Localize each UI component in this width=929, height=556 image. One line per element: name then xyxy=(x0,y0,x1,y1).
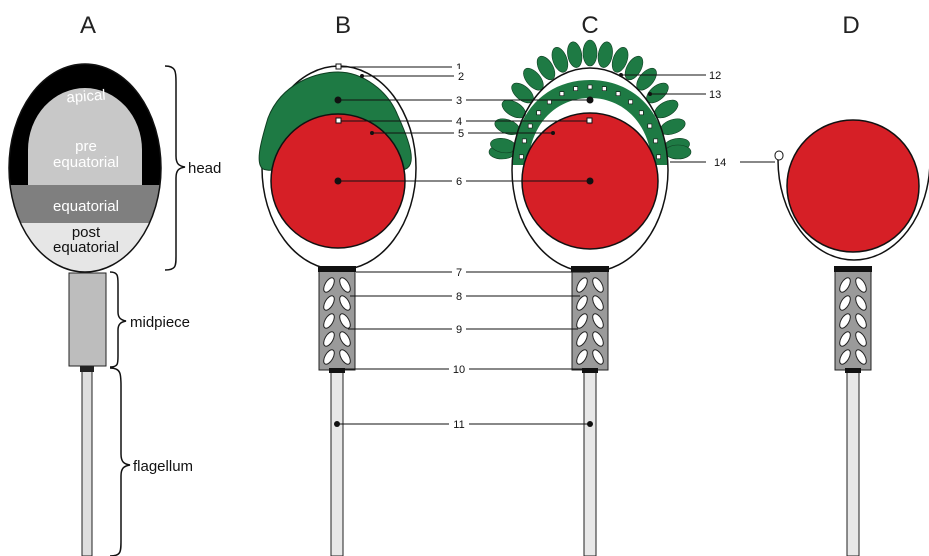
vesicle-pore xyxy=(560,92,564,96)
midpiece-label: midpiece xyxy=(130,314,190,331)
callout-3: 3 xyxy=(456,95,462,107)
callout-12: 12 xyxy=(709,70,721,82)
callout-11: 11 xyxy=(453,419,464,431)
vesicle-pore xyxy=(537,111,541,115)
vesicle-pore xyxy=(629,100,633,104)
flagellum-brace xyxy=(110,368,130,556)
panel-a-sperm: apical pre equatorial equatorial post eq… xyxy=(0,60,170,556)
annulus xyxy=(80,366,94,372)
vesicle-pore xyxy=(528,124,532,128)
callout-14: 14 xyxy=(714,157,726,169)
neck xyxy=(571,266,609,272)
flagellum xyxy=(584,370,596,556)
panel-letter-d: D xyxy=(842,12,859,39)
vesicle-pore xyxy=(519,155,523,159)
callout-13: 13 xyxy=(709,89,721,101)
panel-c-sperm xyxy=(489,40,691,556)
acrosome-vesicle xyxy=(583,40,597,66)
annulus xyxy=(845,368,861,373)
vesicle-pore xyxy=(657,155,661,159)
post-equatorial-label-line2: equatorial xyxy=(53,239,119,256)
callout-9: 9 xyxy=(456,324,462,336)
head-label: head xyxy=(188,160,221,177)
callout-2: 2 xyxy=(458,71,464,83)
annulus xyxy=(329,368,345,373)
apical-label: apical xyxy=(66,87,106,107)
vesicle-pore xyxy=(602,87,606,91)
flagellum xyxy=(847,370,859,556)
neck xyxy=(834,266,872,272)
pre-equatorial-label-line2: equatorial xyxy=(53,154,119,171)
vesicle-pore xyxy=(648,124,652,128)
equatorial-label: equatorial xyxy=(53,198,119,215)
vesicle-pore xyxy=(588,85,592,89)
midpiece-brace xyxy=(110,272,126,367)
panel-b-sperm xyxy=(259,66,416,556)
neck xyxy=(318,266,356,272)
panel-letter-b: B xyxy=(335,12,351,39)
callout-7: 7 xyxy=(456,267,462,279)
vesicle-pore xyxy=(639,111,643,115)
acrosome-vesicle xyxy=(566,41,584,69)
panel-letter-c: C xyxy=(581,12,598,39)
callout-10: 10 xyxy=(453,364,465,376)
panel-d-sperm xyxy=(775,120,929,556)
callout-5: 5 xyxy=(458,128,464,140)
callout-6: 6 xyxy=(456,176,462,188)
acrosome-vesicle xyxy=(665,145,691,159)
vesicle-remnant xyxy=(775,151,783,160)
vesicle-pore xyxy=(574,87,578,91)
flagellum-shaft xyxy=(82,366,92,556)
vesicle-pore xyxy=(616,92,620,96)
vesicle-pore xyxy=(522,139,526,143)
flagellum-label: flagellum xyxy=(133,458,193,475)
pre-equatorial-label-line1: pre xyxy=(75,138,97,155)
flagellum xyxy=(331,370,343,556)
midpiece-block xyxy=(69,273,106,366)
nucleus xyxy=(787,120,919,252)
head-brace xyxy=(165,66,185,270)
vesicle-pore xyxy=(654,139,658,143)
callout-8: 8 xyxy=(456,291,462,303)
acrosome-vesicle xyxy=(596,41,614,69)
panel-letter-a: A xyxy=(80,12,96,39)
